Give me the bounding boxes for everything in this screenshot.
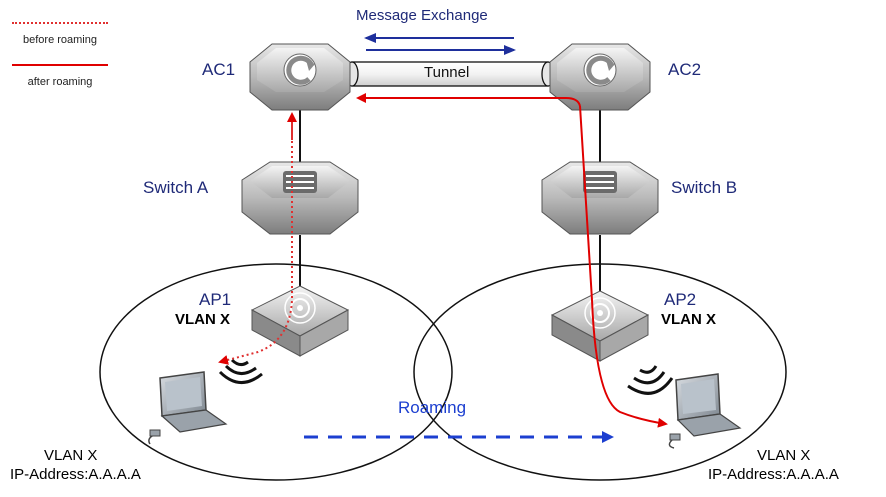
- client-left-vlan: VLAN X: [44, 447, 98, 464]
- message-exchange-label: Message Exchange: [356, 7, 488, 24]
- switch-a-label: Switch A: [143, 178, 209, 197]
- ap1-wireless-waves-icon: [218, 358, 263, 384]
- ap2-wireless-waves-icon: [627, 365, 674, 395]
- legend-before-label: before roaming: [23, 34, 97, 46]
- ac1-controller-icon: [249, 43, 351, 111]
- client-right-vlan: VLAN X: [757, 447, 811, 464]
- ap1-coverage-circle: [99, 263, 453, 481]
- ac1-label: AC1: [202, 60, 236, 79]
- ap2-vlan-label: VLAN X: [661, 311, 717, 328]
- before-roaming-path: [218, 116, 293, 365]
- client-left-ip: IP-Address:A.A.A.A: [10, 466, 141, 483]
- switch-b-label: Switch B: [671, 178, 738, 197]
- legend-after-label: after roaming: [27, 76, 93, 88]
- tunnel-label: Tunnel: [424, 64, 470, 81]
- client-right-ip: IP-Address:A.A.A.A: [708, 466, 839, 483]
- legend: before roaming after roaming: [6, 4, 114, 100]
- ap1-access-point-icon: [250, 285, 350, 357]
- ap1-label: AP1: [199, 290, 232, 309]
- roaming-label: Roaming: [398, 398, 467, 417]
- after-roaming-path-down: [579, 105, 668, 428]
- ac2-controller-icon: [549, 43, 651, 111]
- switch-b-icon: [541, 161, 659, 235]
- legend-after-line: [12, 64, 108, 66]
- legend-before-line: [12, 22, 108, 24]
- client-laptop-right-icon: [668, 373, 742, 449]
- ap1-vlan-label: VLAN X: [175, 311, 231, 328]
- ap2-label: AP2: [664, 290, 697, 309]
- client-laptop-left-icon: [148, 371, 228, 445]
- ap2-access-point-icon: [550, 290, 650, 362]
- after-roaming-path-tunnel: [356, 93, 581, 107]
- ac2-label: AC2: [668, 60, 702, 79]
- switch-a-icon: [241, 161, 359, 235]
